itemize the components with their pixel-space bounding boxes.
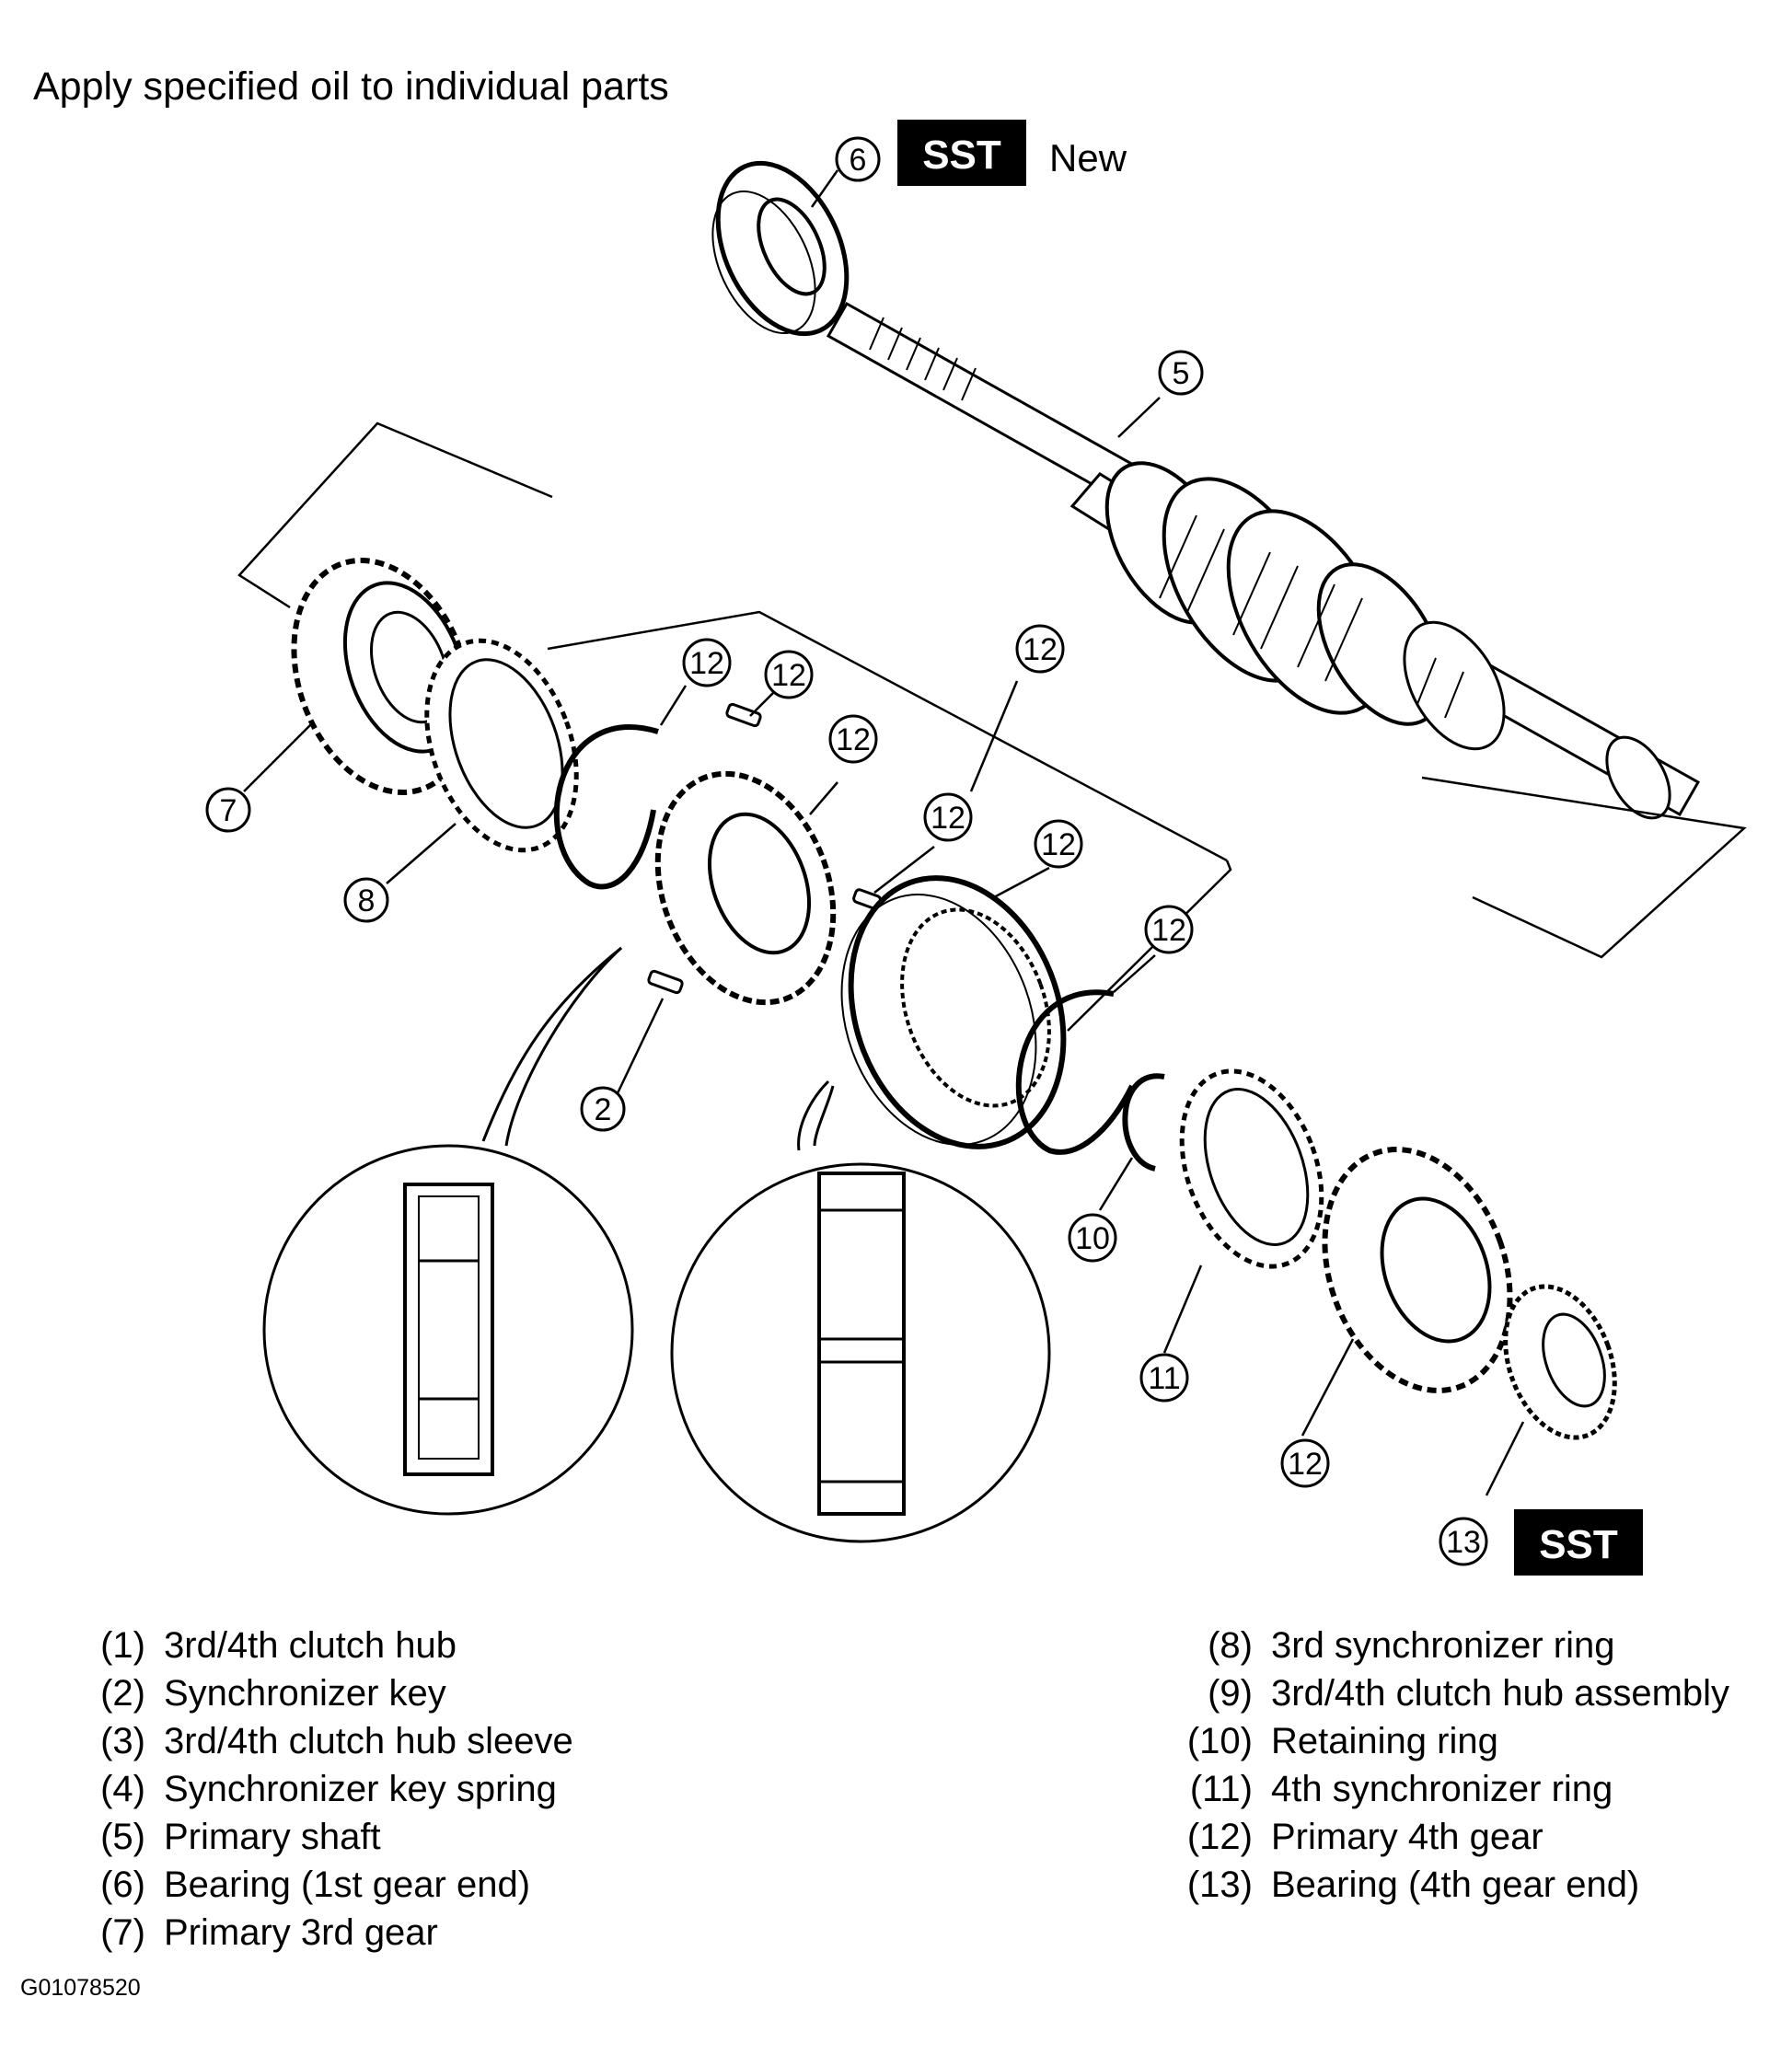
sst-badge-bottom: SST	[1514, 1509, 1643, 1576]
callout-12f: 12	[1034, 819, 1083, 869]
3rd-synchronizer-ring	[424, 638, 579, 853]
3rd-4th-clutch-hub	[654, 770, 837, 1006]
svg-text:2: 2	[595, 1092, 612, 1127]
svg-text:11: 11	[1148, 1361, 1180, 1396]
legend-item: (10)Retaining ring	[1186, 1721, 1498, 1761]
callout-7: 7	[205, 787, 251, 833]
callout-12e: 12	[923, 792, 973, 842]
parts-legend-left: (1)3rd/4th clutch hub (2)Synchronizer ke…	[92, 1622, 573, 1957]
legend-item: (2)Synchronizer key	[100, 1673, 446, 1714]
svg-text:12: 12	[1151, 913, 1186, 948]
legend-item: (13)Bearing (4th gear end)	[1186, 1865, 1640, 1905]
callout-5: 5	[1158, 350, 1204, 396]
figure-id: G01078520	[20, 1975, 141, 2001]
legend-item: (1)3rd/4th clutch hub	[100, 1625, 457, 1666]
svg-text:8: 8	[358, 883, 376, 918]
svg-text:SST: SST	[1539, 1522, 1618, 1567]
callout-12a: 12	[682, 638, 732, 687]
new-label: New	[1049, 136, 1127, 179]
svg-text:5: 5	[1173, 356, 1190, 391]
sst-badge-top: SST	[897, 120, 1026, 186]
svg-text:12: 12	[1023, 632, 1058, 667]
callout-13: 13	[1439, 1517, 1488, 1566]
callout-11: 11	[1139, 1353, 1189, 1403]
svg-text:12: 12	[931, 801, 965, 836]
assembly-bracket-lines	[237, 421, 1747, 1032]
svg-text:12: 12	[1288, 1447, 1323, 1482]
callout-12h: 12	[1280, 1438, 1330, 1488]
detail-circle-synchronizer-key	[262, 1144, 634, 1516]
svg-text:13: 13	[1446, 1525, 1481, 1560]
legend-item: (12)Primary 4th gear	[1186, 1817, 1543, 1857]
svg-text:12: 12	[771, 658, 806, 693]
legend-item: (3)3rd/4th clutch hub sleeve	[100, 1721, 573, 1761]
callout-12b: 12	[764, 650, 814, 699]
svg-text:10: 10	[1075, 1221, 1110, 1256]
bearing-4th-gear-end	[1503, 1284, 1617, 1440]
callout-6: 6	[835, 136, 881, 182]
callout-12d: 12	[828, 714, 878, 764]
svg-text:6: 6	[850, 143, 867, 178]
svg-text:12: 12	[689, 646, 724, 681]
parts-legend-right: (8)3rd synchronizer ring (9)3rd/4th clut…	[1181, 1622, 1729, 1909]
callout-10: 10	[1068, 1213, 1117, 1263]
legend-item: (8)3rd synchronizer ring	[1208, 1625, 1615, 1666]
callout-8: 8	[343, 877, 389, 923]
legend-item: (11)4th synchronizer ring	[1189, 1769, 1613, 1809]
svg-text:7: 7	[220, 793, 237, 828]
3rd-4th-clutch-hub-sleeve	[840, 875, 1067, 1149]
leader-lines	[243, 169, 1525, 1496]
svg-text:12: 12	[836, 722, 871, 757]
retaining-ring	[1122, 1073, 1165, 1172]
callout-12g: 12	[1144, 905, 1194, 954]
svg-text:SST: SST	[922, 133, 1001, 178]
legend-item: (4)Synchronizer key spring	[100, 1769, 557, 1809]
svg-text:12: 12	[1041, 827, 1076, 862]
legend-item: (9)3rd/4th clutch hub assembly	[1208, 1673, 1730, 1714]
bearing-1st-gear-end	[711, 160, 850, 337]
legend-item: (5)Primary shaft	[100, 1817, 381, 1857]
legend-item: (7)Primary 3rd gear	[100, 1912, 438, 1953]
4th-synchronizer-ring	[1179, 1068, 1324, 1269]
diagram-instruction: Apply specified oil to individual parts	[33, 64, 669, 109]
legend-item: (6)Bearing (1st gear end)	[100, 1865, 531, 1905]
callout-12c: 12	[1015, 624, 1065, 674]
key-spring-right	[1015, 989, 1135, 1155]
callout-2: 2	[580, 1086, 626, 1132]
detail-circle-hub-sleeve	[670, 1162, 1051, 1543]
key-spring-left	[553, 724, 659, 890]
primary-4th-gear	[1322, 1147, 1513, 1393]
primary-shaft	[826, 301, 1701, 820]
magnifier-leaders	[481, 946, 835, 1151]
